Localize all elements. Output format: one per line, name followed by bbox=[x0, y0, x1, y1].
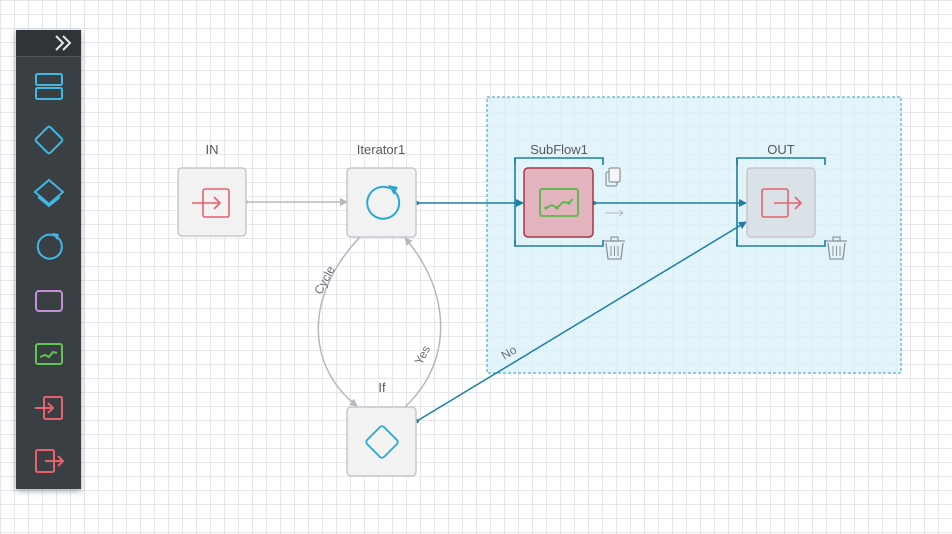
condition-tool[interactable] bbox=[30, 121, 68, 159]
node-iterator[interactable]: Iterator1 bbox=[346, 142, 417, 238]
layers-icon bbox=[33, 178, 65, 208]
node-if[interactable]: If bbox=[346, 380, 417, 477]
exit-icon bbox=[761, 188, 803, 218]
iterator-tool[interactable] bbox=[30, 228, 68, 266]
edge-label-yes: Yes bbox=[412, 343, 434, 367]
node-label-out: OUT bbox=[767, 142, 795, 157]
input-tool[interactable] bbox=[30, 389, 68, 427]
edge-if-iterator-yes[interactable] bbox=[404, 237, 442, 408]
enter-icon bbox=[192, 188, 230, 218]
trend-line-icon bbox=[539, 188, 579, 217]
node-label-subflow: SubFlow1 bbox=[530, 142, 588, 157]
enter-icon bbox=[35, 396, 63, 420]
trend-line-icon bbox=[35, 343, 63, 365]
diamond-icon bbox=[365, 425, 399, 459]
edge-if-out-no[interactable] bbox=[416, 221, 747, 422]
subflow-tool[interactable] bbox=[30, 335, 68, 373]
exit-icon bbox=[35, 449, 65, 473]
cycle-icon bbox=[36, 233, 63, 260]
diamond-icon bbox=[34, 125, 64, 155]
rounded-rectangle-icon bbox=[35, 290, 63, 312]
edge-label-no: No bbox=[499, 342, 520, 362]
connect-arrow-icon[interactable] bbox=[605, 209, 624, 217]
trash-icon[interactable] bbox=[826, 236, 847, 260]
sequence-tool[interactable] bbox=[30, 68, 68, 106]
cycle-icon bbox=[366, 185, 401, 220]
switch-tool[interactable] bbox=[30, 175, 68, 213]
node-label-in: IN bbox=[206, 142, 219, 157]
subflow-container-tool[interactable] bbox=[30, 282, 68, 320]
node-label-if: If bbox=[378, 380, 386, 395]
node-out[interactable]: OUT bbox=[736, 142, 826, 247]
edge-label-cycle: Cycle bbox=[311, 263, 338, 296]
stacked-rectangles-icon bbox=[35, 73, 63, 100]
node-in[interactable]: IN bbox=[177, 142, 247, 237]
output-tool[interactable] bbox=[30, 442, 68, 480]
copy-icon[interactable] bbox=[605, 167, 621, 187]
double-chevron-right-icon[interactable] bbox=[53, 33, 73, 53]
edge-iterator-if-cycle[interactable] bbox=[317, 236, 361, 407]
node-label-iterator: Iterator1 bbox=[357, 142, 405, 157]
node-palette bbox=[16, 30, 81, 489]
trash-icon[interactable] bbox=[604, 236, 625, 260]
node-subflow[interactable]: SubFlow1 bbox=[514, 142, 604, 247]
palette-header bbox=[16, 30, 81, 57]
